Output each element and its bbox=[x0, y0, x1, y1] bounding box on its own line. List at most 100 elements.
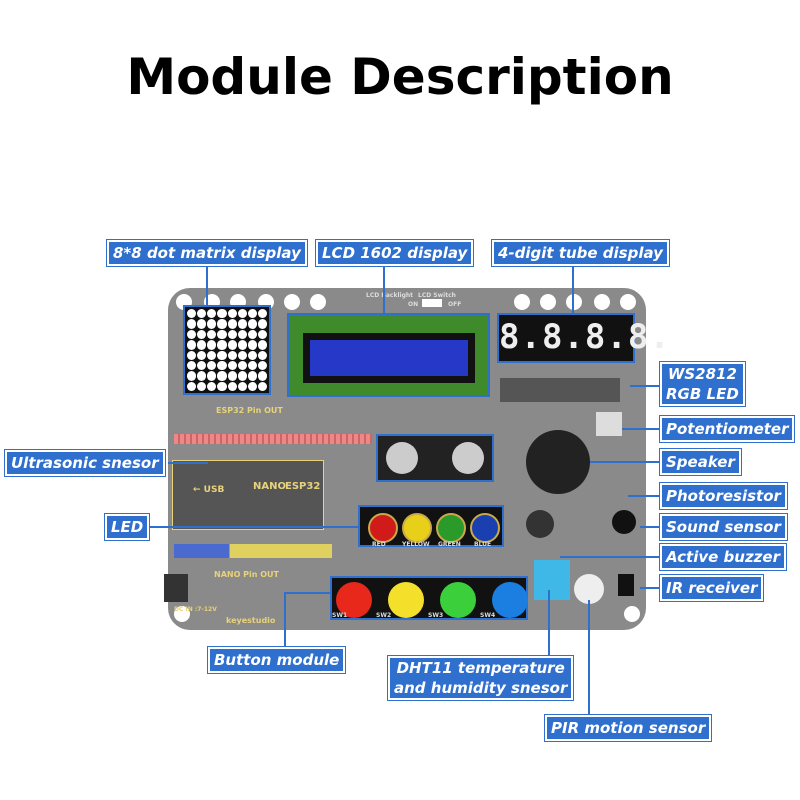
switch-off-label: OFF bbox=[448, 301, 462, 308]
esp32-label: ESP32 bbox=[285, 481, 321, 492]
matrix-dot bbox=[207, 329, 217, 340]
matrix-dot bbox=[237, 371, 247, 381]
matrix-dot bbox=[207, 340, 217, 350]
matrix-dot bbox=[257, 340, 267, 350]
button-sw4[interactable] bbox=[492, 582, 528, 618]
led-label: RED bbox=[372, 541, 386, 548]
button-sw1[interactable] bbox=[336, 582, 372, 618]
matrix-dot bbox=[217, 319, 227, 329]
matrix-dot bbox=[197, 381, 207, 391]
matrix-dot bbox=[207, 309, 217, 319]
led-green bbox=[436, 513, 466, 543]
matrix-dot bbox=[197, 319, 207, 329]
speaker bbox=[526, 430, 590, 494]
matrix-dot bbox=[227, 350, 237, 360]
nano-pinout-label: NANO Pin OUT bbox=[214, 570, 280, 579]
buzzer bbox=[526, 510, 554, 538]
lcd-backlight-label: LCD Backlight bbox=[366, 292, 414, 299]
matrix-dot bbox=[207, 319, 217, 329]
matrix-dot bbox=[247, 350, 257, 360]
button-sw3[interactable] bbox=[440, 582, 476, 618]
matrix-dot bbox=[207, 381, 217, 391]
label-lcd: LCD 1602 display bbox=[316, 240, 474, 266]
label-ultrasonic: Ultrasonic snesor bbox=[5, 450, 165, 476]
matrix-dot bbox=[247, 360, 257, 371]
matrix-dot bbox=[227, 309, 237, 319]
matrix-dot bbox=[217, 360, 227, 371]
matrix-dot bbox=[197, 350, 207, 360]
label-ir-receiver: IR receiver bbox=[660, 575, 764, 601]
led-label: BLUE bbox=[474, 541, 492, 548]
matrix-dot bbox=[217, 329, 227, 340]
matrix-dot bbox=[237, 340, 247, 350]
matrix-dot bbox=[187, 360, 197, 371]
matrix-dot bbox=[187, 309, 197, 319]
tube-display: 8.8.8.8. bbox=[497, 313, 670, 363]
page-title: Module Description bbox=[126, 48, 674, 106]
label-pir: PIR motion sensor bbox=[545, 715, 712, 741]
matrix-dot bbox=[237, 309, 247, 319]
matrix-dot bbox=[227, 371, 237, 381]
ir-receiver bbox=[618, 574, 634, 596]
label-sound-sensor: Sound sensor bbox=[660, 514, 787, 540]
button-label: SW4 bbox=[480, 612, 496, 619]
microcontroller-socket: ← USB NANO ESP32 bbox=[172, 460, 324, 530]
potentiometer bbox=[596, 412, 622, 436]
button-sw2[interactable] bbox=[388, 582, 424, 618]
label-button-module: Button module bbox=[208, 647, 346, 673]
label-led: LED bbox=[105, 514, 150, 540]
matrix-dot bbox=[197, 360, 207, 371]
esp32-pinout-label: ESP32 Pin OUT bbox=[216, 406, 283, 415]
matrix-dot bbox=[187, 329, 197, 340]
matrix-dot bbox=[207, 360, 217, 371]
lcd-switch[interactable] bbox=[422, 299, 442, 307]
matrix-dot bbox=[247, 381, 257, 391]
matrix-dot bbox=[197, 340, 207, 350]
ultrasonic-sensor bbox=[376, 434, 494, 482]
matrix-dot bbox=[227, 340, 237, 350]
matrix-dot bbox=[257, 329, 267, 340]
led-red bbox=[368, 513, 398, 543]
label-tube: 4-digit tube display bbox=[492, 240, 669, 266]
matrix-dot bbox=[257, 371, 267, 381]
matrix-dot bbox=[187, 371, 197, 381]
matrix-dot bbox=[227, 319, 237, 329]
lcd-display bbox=[287, 313, 490, 397]
matrix-dot bbox=[217, 309, 227, 319]
led-label: YELLOW bbox=[402, 541, 430, 548]
label-active-buzzer: Active buzzer bbox=[660, 544, 786, 570]
label-ws2812-line1: WS2812 bbox=[667, 365, 737, 383]
header-pins bbox=[174, 434, 372, 444]
matrix-dot bbox=[197, 329, 207, 340]
button-module: SW1 SW2 SW3 SW4 bbox=[330, 576, 528, 620]
matrix-dot bbox=[207, 371, 217, 381]
label-speaker: Speaker bbox=[660, 449, 741, 475]
matrix-dot bbox=[247, 340, 257, 350]
dc-in-label: DC IN :7-12V bbox=[174, 606, 217, 613]
microphone bbox=[612, 510, 636, 534]
nano-pins bbox=[174, 544, 332, 558]
matrix-dot bbox=[247, 309, 257, 319]
matrix-dot bbox=[207, 350, 217, 360]
led-yellow bbox=[402, 513, 432, 543]
button-label: SW1 bbox=[332, 612, 348, 619]
matrix-dot bbox=[257, 350, 267, 360]
label-dht11-line2: and humidity snesor bbox=[394, 679, 568, 697]
lcd-switch-label: LCD Switch bbox=[418, 292, 456, 299]
label-photoresistor: Photoresistor bbox=[660, 483, 787, 509]
label-dot-matrix: 8*8 dot matrix display bbox=[107, 240, 307, 266]
ws2812-leds bbox=[500, 378, 620, 402]
matrix-dot bbox=[237, 329, 247, 340]
pir-sensor bbox=[574, 574, 604, 604]
matrix-dot bbox=[237, 360, 247, 371]
matrix-dot bbox=[237, 381, 247, 391]
matrix-dot bbox=[257, 309, 267, 319]
matrix-dot bbox=[227, 329, 237, 340]
nano-label: NANO bbox=[253, 481, 286, 492]
matrix-dot bbox=[217, 381, 227, 391]
switch-on-label: ON bbox=[408, 301, 419, 308]
matrix-dot bbox=[197, 371, 207, 381]
led-label: GREEN bbox=[438, 541, 461, 548]
